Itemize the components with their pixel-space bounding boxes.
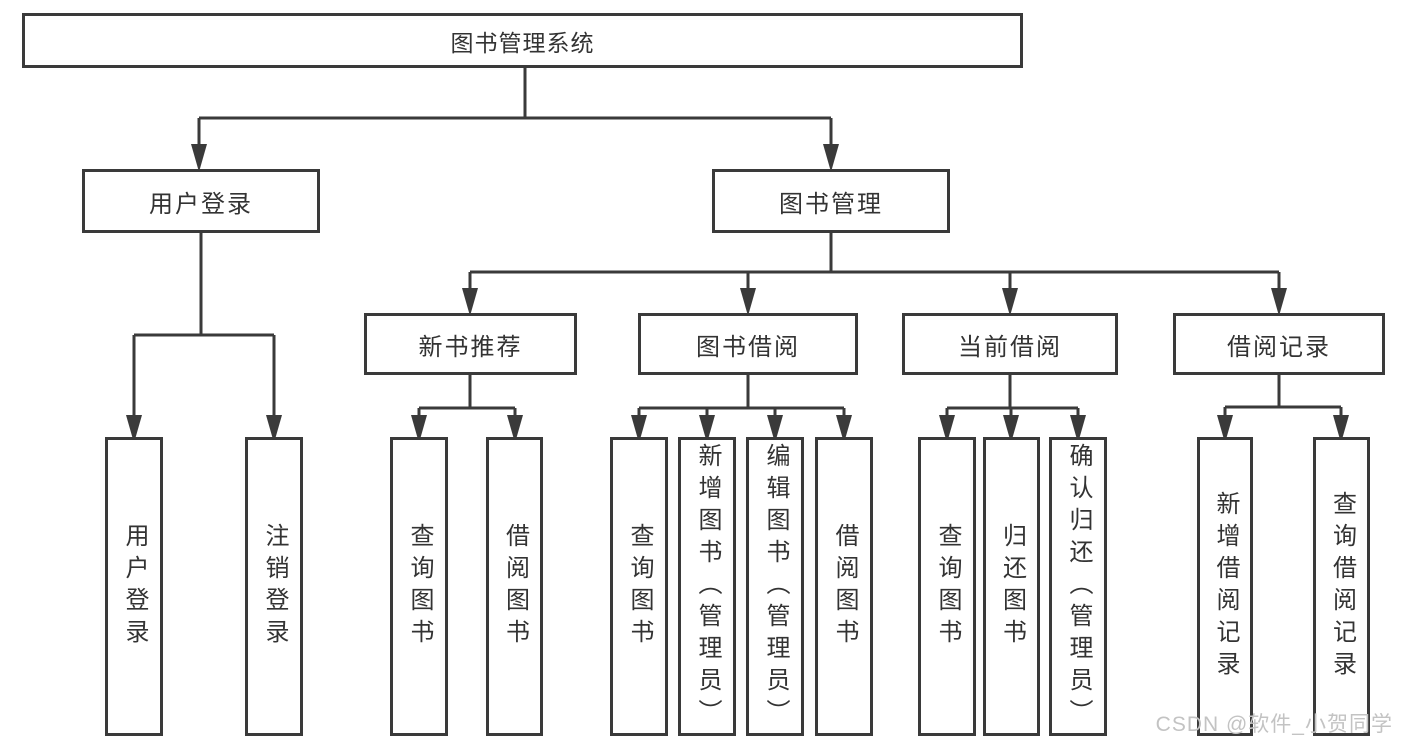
leaf-query-books-recommend-label: 查询图书 — [406, 522, 433, 651]
leaf-query-borrow-record: 查询借阅记录 — [1313, 437, 1370, 736]
node-root-label: 图书管理系统 — [450, 29, 595, 56]
leaf-user-login-label: 用户登录 — [121, 522, 148, 651]
leaf-logout-login-label: 注销登录 — [261, 522, 288, 651]
leaf-query-books-current: 查询图书 — [918, 437, 976, 736]
leaf-return-books: 归还图书 — [983, 437, 1040, 736]
node-root: 图书管理系统 — [22, 13, 1023, 68]
arrowhead — [631, 415, 647, 443]
arrowhead — [411, 415, 427, 443]
node-book-management-label: 图书管理 — [779, 190, 883, 218]
leaf-borrow-books-recommend-label: 借阅图书 — [501, 522, 529, 651]
node-borrow-records: 借阅记录 — [1173, 313, 1385, 375]
leaf-borrow-books-recommend: 借阅图书 — [486, 437, 543, 736]
leaf-confirm-return-admin-label: 确认归还（管理员） — [1065, 442, 1092, 731]
leaf-return-books-label: 归还图书 — [998, 522, 1026, 651]
node-book-borrow: 图书借阅 — [638, 313, 858, 375]
arrowhead — [1271, 288, 1287, 316]
arrowhead — [1002, 288, 1018, 316]
arrowhead — [1217, 415, 1233, 443]
node-book-management: 图书管理 — [712, 169, 950, 233]
arrowhead — [1003, 415, 1019, 443]
leaf-query-books-current-label: 查询图书 — [934, 522, 961, 651]
arrowhead — [836, 415, 852, 443]
arrowhead — [1333, 415, 1349, 443]
leaf-add-borrow-record: 新增借阅记录 — [1197, 437, 1253, 736]
leaf-confirm-return-admin: 确认归还（管理员） — [1049, 437, 1107, 736]
connector-book-borrow-to-leaves — [631, 375, 852, 443]
node-borrow-records-label: 借阅记录 — [1227, 333, 1331, 361]
node-current-borrow: 当前借阅 — [902, 313, 1118, 375]
node-user-login-label: 用户登录 — [149, 190, 253, 218]
arrowhead — [266, 415, 282, 443]
arrowhead — [823, 144, 839, 172]
arrowhead — [767, 415, 783, 443]
leaf-add-books-admin: 新增图书（管理员） — [678, 437, 736, 736]
connector-borrow-records-to-leaves — [1217, 375, 1349, 443]
arrowhead — [939, 415, 955, 443]
leaf-query-borrow-record-label: 查询借阅记录 — [1328, 490, 1356, 683]
arrowhead — [740, 288, 756, 316]
arrowhead — [699, 415, 715, 443]
leaf-query-books-borrow: 查询图书 — [610, 437, 668, 736]
connector-new-book-recommend-to-leaves — [411, 375, 523, 443]
arrowhead — [1070, 415, 1086, 443]
connector-current-borrow-to-leaves — [939, 375, 1086, 443]
connector-book-management-to-level3 — [462, 233, 1287, 316]
leaf-logout-login: 注销登录 — [245, 437, 303, 736]
node-user-login: 用户登录 — [82, 169, 320, 233]
node-new-book-recommend: 新书推荐 — [364, 313, 577, 375]
arrowhead — [462, 288, 478, 316]
leaf-edit-books-admin-label: 编辑图书（管理员） — [762, 442, 789, 731]
leaf-borrow-books-label: 借阅图书 — [831, 522, 858, 651]
node-current-borrow-label: 当前借阅 — [958, 333, 1062, 361]
watermark: CSDN @软件_小贺同学 — [1155, 713, 1393, 736]
node-book-borrow-label: 图书借阅 — [696, 333, 800, 361]
leaf-query-books-borrow-label: 查询图书 — [626, 522, 653, 651]
leaf-borrow-books: 借阅图书 — [815, 437, 873, 736]
leaf-user-login: 用户登录 — [105, 437, 163, 736]
arrowhead — [191, 144, 207, 172]
leaf-query-books-recommend: 查询图书 — [390, 437, 448, 736]
leaf-add-books-admin-label: 新增图书（管理员） — [694, 442, 721, 731]
node-new-book-recommend-label: 新书推荐 — [418, 333, 523, 361]
leaf-edit-books-admin: 编辑图书（管理员） — [746, 437, 804, 736]
leaf-add-borrow-record-label: 新增借阅记录 — [1212, 490, 1239, 683]
connector-root-to-level2 — [191, 68, 839, 172]
connector-user-login-to-leaves — [126, 233, 282, 443]
arrowhead — [507, 415, 523, 443]
arrowhead — [126, 415, 142, 443]
